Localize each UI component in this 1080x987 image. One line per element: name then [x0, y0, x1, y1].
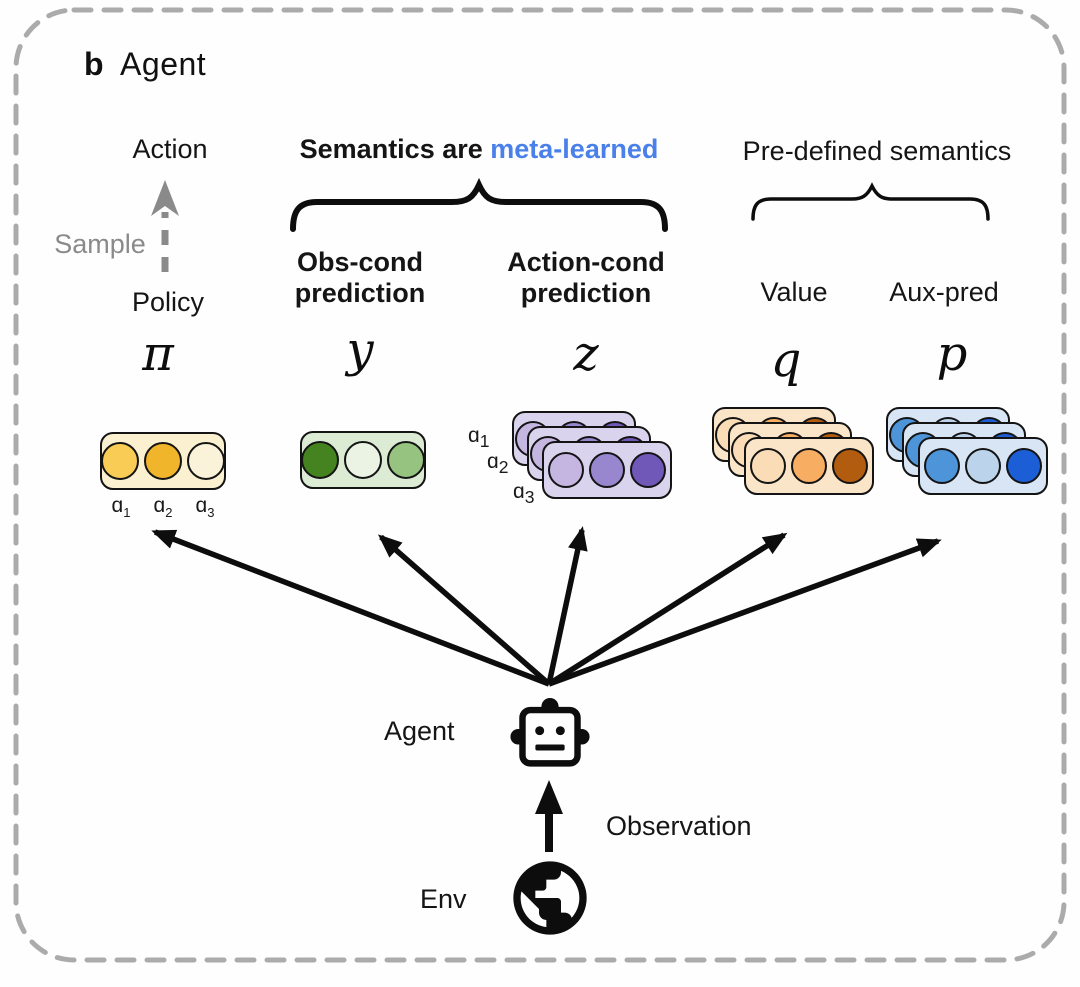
globe-icon — [513, 861, 587, 935]
panel-title-text: Agent — [120, 46, 207, 82]
action-cond-label: Action-cond prediction — [507, 247, 665, 308]
action-label: Action — [132, 134, 208, 164]
pi-circle-3 — [187, 442, 225, 480]
pi-circle-2 — [144, 442, 182, 480]
z-action-label-1: ɑ1 — [468, 424, 490, 452]
obs-cond-capsule — [300, 431, 426, 489]
obs-cond-symbol: y — [346, 322, 374, 378]
value-capsule-3 — [744, 437, 874, 495]
meta-learned-brace — [290, 177, 668, 232]
aux-pred-capsule-3 — [918, 437, 1048, 495]
robot-icon — [510, 698, 590, 767]
z-circle — [630, 452, 666, 488]
policy-symbol: π — [142, 326, 174, 382]
pi-circle-1 — [101, 442, 139, 480]
obs-cond-label: Obs-cond prediction — [294, 247, 426, 308]
env-label: Env — [420, 884, 467, 914]
q-circle — [832, 448, 868, 484]
p-circle — [1006, 448, 1042, 484]
z-circle — [589, 452, 625, 488]
z-action-label-2: ɑ2 — [487, 450, 509, 478]
policy-label: Policy — [131, 287, 205, 317]
observation-label: Observation — [606, 811, 752, 841]
y-circle-1 — [301, 441, 339, 479]
pi-action-labels: ɑ1 ɑ2 ɑ3 — [111, 494, 215, 521]
predefined-heading: Pre-defined semantics — [742, 136, 1012, 166]
y-circle-2 — [344, 441, 382, 479]
aux-pred-symbol: p — [936, 326, 968, 382]
panel-title: b Agent — [84, 46, 206, 83]
p-circle — [924, 448, 960, 484]
value-label: Value — [760, 277, 828, 307]
value-symbol: q — [770, 332, 802, 388]
meta-learned-accent: meta-learned — [490, 134, 659, 164]
p-circle — [965, 448, 1001, 484]
panel-index-label: b — [84, 46, 105, 82]
predefined-brace — [751, 182, 990, 221]
y-circle-3 — [387, 441, 425, 479]
agent-label: Agent — [384, 716, 455, 746]
z-action-label-3: ɑ3 — [513, 480, 535, 508]
aux-pred-label: Aux-pred — [889, 277, 999, 307]
meta-learned-heading: Semantics are meta-learned — [299, 134, 659, 164]
action-cond-symbol: z — [573, 326, 599, 382]
action-cond-capsule-3 — [542, 441, 672, 499]
z-circle — [548, 452, 584, 488]
policy-output-capsule — [100, 432, 226, 490]
sample-label: Sample — [54, 229, 146, 259]
q-circle — [791, 448, 827, 484]
q-circle — [750, 448, 786, 484]
